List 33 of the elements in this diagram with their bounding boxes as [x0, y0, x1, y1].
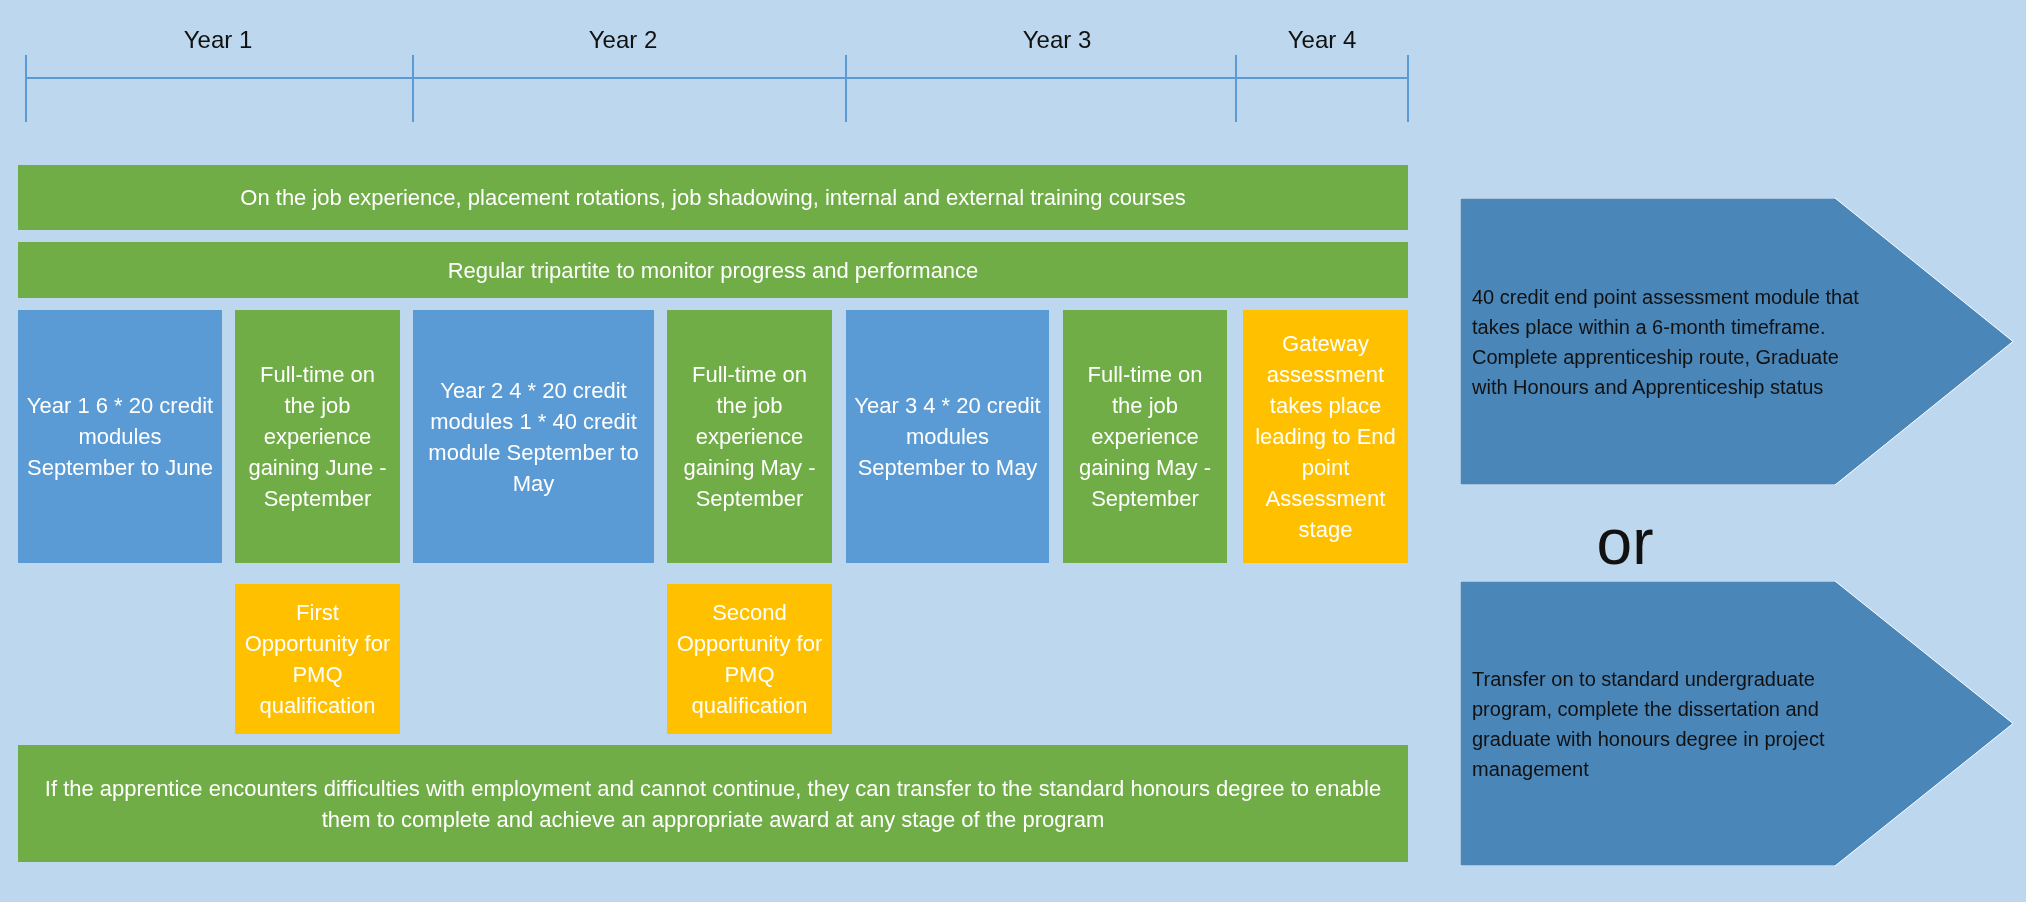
year-label: Year 4 [1287, 26, 1357, 54]
stage-box [1063, 310, 1227, 563]
box-text: If the apprentice encounters difficulties with employment and cannot continue, they can transfer to the standard honours degree to enable them to complete and achieve an appropriate award at any stage of the program [43, 774, 1383, 834]
year-label: Year 3 [1022, 26, 1092, 54]
box-text: Year 1 6 * 20 credit modules September to June [26, 392, 214, 482]
box-text: Gateway assessment takes place leading to End point Assessment stage [1254, 330, 1397, 544]
stage-box [413, 310, 654, 563]
box-text: Transfer on to standard undergraduate program, complete the dissertation and graduate with honours degree in project management [1472, 666, 1826, 782]
activity-bar [18, 165, 1408, 230]
box-text: Full-time on the job experience gaining June - September [247, 361, 388, 513]
year-label: Year 1 [183, 26, 253, 54]
box-text: Year 3 4 * 20 credit modules September to May [854, 392, 1041, 482]
activity-bar [18, 242, 1408, 298]
box-text: Full-time on the job experience gaining May - September [1077, 361, 1213, 513]
box-text: Regular tripartite to monitor progress and performance [447, 256, 979, 285]
box-text: Full-time on the job experience gaining May - September [682, 361, 817, 513]
stage-box [235, 584, 400, 734]
stage-box [667, 584, 832, 734]
outcome-arrow [1460, 198, 2013, 485]
box-text: Year 2 4 * 20 credit modules 1 * 40 credit module September to May [427, 376, 640, 498]
activity-bar [18, 745, 1408, 862]
stage-box [846, 310, 1049, 563]
stage-box [667, 310, 832, 563]
box-text: On the job experience, placement rotations, job shadowing, internal and external training courses [240, 184, 1186, 212]
box-text: 40 credit end point assessment module that takes place within a 6-month timeframe. Complete apprenticeship route, Graduate with Honours and Apprenticeship status [1472, 284, 1860, 400]
box-text: First Opportunity for PMQ qualification [243, 599, 392, 720]
stage-box [18, 310, 222, 563]
stage-box [235, 310, 400, 563]
outcome-arrow [1460, 581, 2013, 866]
connector-word: or [1596, 505, 1654, 579]
box-text: Second Opportunity for PMQ qualification [675, 599, 824, 720]
year-label: Year 2 [588, 26, 658, 54]
stage-box [1243, 310, 1408, 563]
